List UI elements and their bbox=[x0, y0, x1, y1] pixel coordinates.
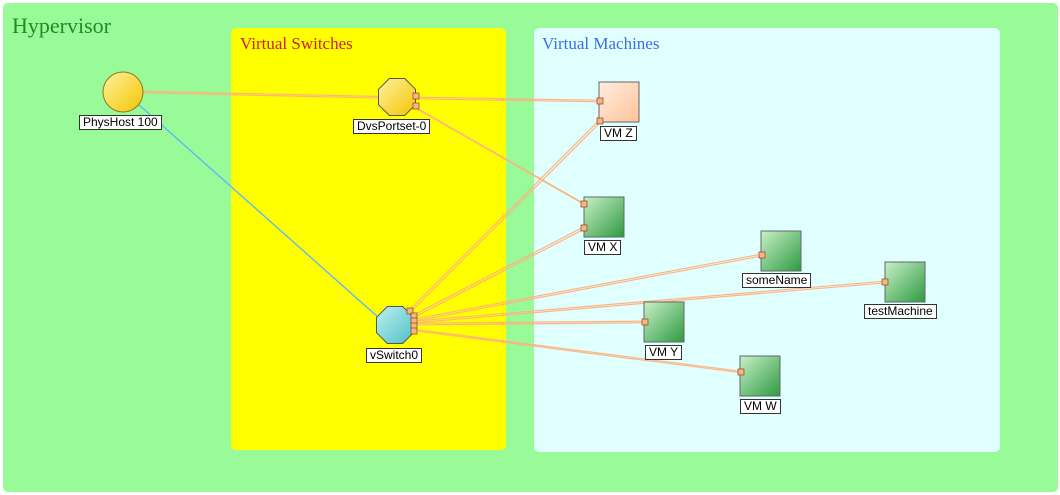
link-vswitch-vm_w bbox=[414, 330, 742, 374]
link-vswitch-vm_x bbox=[414, 228, 586, 318]
link-vswitch-vm_z bbox=[410, 121, 602, 313]
port-9 bbox=[737, 368, 745, 376]
port-10 bbox=[406, 307, 414, 315]
port-1 bbox=[412, 102, 420, 110]
port-2 bbox=[596, 97, 604, 105]
link-vswitch-somename bbox=[414, 255, 763, 322]
link-physhost-vswitch bbox=[138, 104, 381, 320]
hypervisor-title: Hypervisor bbox=[12, 13, 111, 38]
port-14 bbox=[410, 327, 418, 335]
link-vswitch-vm_y bbox=[413, 320, 645, 324]
link-vswitch-vm_y bbox=[414, 322, 646, 326]
vswitch-label: vSwitch0 bbox=[366, 348, 423, 363]
dvsportset-label: DvsPortset-0 bbox=[353, 119, 431, 134]
dvsportset-node[interactable] bbox=[378, 78, 416, 116]
vm-y-label: VM Y bbox=[645, 345, 683, 360]
vm-x-node[interactable] bbox=[583, 196, 625, 238]
link-dvsportset-vm_z bbox=[415, 96, 600, 101]
virtual-machines-title: Virtual Machines bbox=[542, 34, 660, 53]
port-8 bbox=[641, 318, 649, 326]
vm-w-node[interactable] bbox=[739, 355, 781, 397]
vm-y-node[interactable] bbox=[643, 301, 685, 343]
port-3 bbox=[596, 117, 604, 125]
link-dvsportset-vm_z bbox=[416, 98, 601, 103]
somename-node[interactable] bbox=[760, 230, 802, 272]
virtual-switches-title: Virtual Switches bbox=[240, 34, 353, 53]
somename-label: someName bbox=[742, 273, 812, 288]
link-vswitch-vm_z bbox=[408, 119, 600, 311]
physhost-label: PhysHost 100 bbox=[79, 115, 162, 130]
link-physhost-dvsportset bbox=[140, 90, 416, 98]
link-physhost-dvsportset bbox=[141, 92, 417, 100]
vm-w-label: VM W bbox=[740, 399, 781, 414]
testmachine-node[interactable] bbox=[884, 261, 926, 303]
vm-x-label: VM X bbox=[584, 240, 622, 255]
link-vswitch-vm_w bbox=[413, 328, 741, 372]
port-6 bbox=[758, 251, 766, 259]
link-dvsportset-vm_x bbox=[416, 108, 586, 206]
vm-z-node[interactable] bbox=[598, 81, 640, 123]
physhost-node[interactable] bbox=[102, 71, 144, 113]
link-vswitch-somename bbox=[413, 253, 762, 320]
port-0 bbox=[412, 92, 420, 100]
link-vswitch-vm_x bbox=[412, 226, 584, 316]
testmachine-label: testMachine bbox=[864, 304, 937, 319]
port-4 bbox=[580, 200, 588, 208]
port-7 bbox=[881, 278, 889, 286]
port-5 bbox=[580, 224, 588, 232]
vm-z-label: VM Z bbox=[600, 126, 637, 141]
